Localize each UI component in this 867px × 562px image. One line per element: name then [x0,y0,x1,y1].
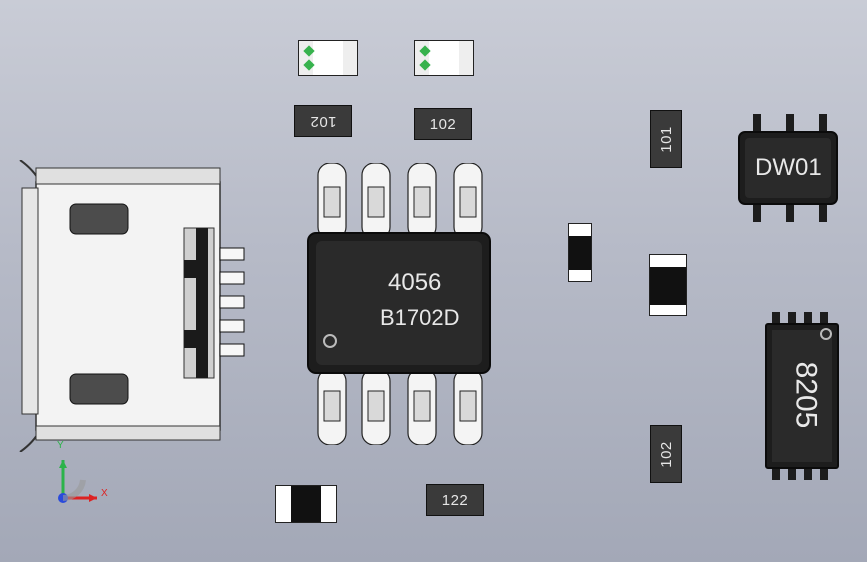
capacitor-top-left[interactable] [298,40,358,76]
ic-dw01[interactable]: DW01 [737,114,839,222]
resistor-right-top-label: 101 [657,125,675,153]
ic-4056[interactable]: 4056 B1702D [306,162,492,446]
resistor-top-mid-label: 102 [429,115,457,133]
ic-4056-leads [307,162,491,446]
ic-8205-label: 8205 [789,361,823,429]
capacitor-top-right[interactable] [414,40,474,76]
resistor-top-mid[interactable]: 102 [414,108,472,140]
resistor-bottom-mid[interactable]: 122 [426,484,484,516]
resistor-right-bottom-label: 102 [657,440,675,468]
resistor-right-top[interactable]: 101 [650,110,682,168]
capacitor-right-middle[interactable] [649,254,687,316]
usb-connector[interactable] [18,159,254,453]
capacitor-bottom-left[interactable] [275,485,337,523]
axis-triad-drawing [58,460,97,503]
ic-8205-body [765,312,839,480]
ic-4056-label-line2: B1702D [380,305,460,330]
resistor-right-bottom[interactable]: 102 [650,425,682,483]
resistor-bottom-mid-label: 122 [441,491,469,509]
axis-triad: X Y [45,440,115,510]
usb-connector-drawing [19,159,245,453]
ic-8205[interactable]: 8205 [764,312,840,480]
axis-y-label: Y [57,440,64,451]
ic-dw01-label: DW01 [755,154,822,181]
capacitor-middle[interactable] [568,223,592,282]
resistor-top-left-label: 102 [309,112,337,130]
ic-4056-label-line1: 4056 [388,269,442,296]
resistor-top-left[interactable]: 102 [294,105,352,137]
ic-dw01-body [738,114,838,222]
axis-x-label: X [101,488,108,499]
